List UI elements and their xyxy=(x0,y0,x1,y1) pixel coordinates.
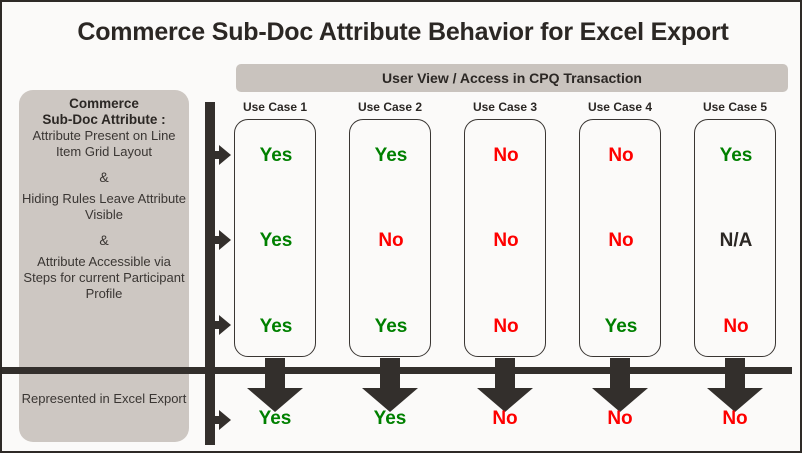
use-case-2-condition-2-value: No xyxy=(378,230,404,251)
down-arrow-4 xyxy=(592,358,648,412)
spine-arrow-shaft xyxy=(207,236,220,244)
down-arrow-head xyxy=(477,388,533,412)
down-arrow-1 xyxy=(247,358,303,412)
spine-arrow-shaft xyxy=(207,416,220,424)
sidebar-heading-line2: Sub-Doc Attribute : xyxy=(42,112,166,127)
use-case-4-condition-2-value: No xyxy=(608,230,634,251)
use-case-1-result-value: Yes xyxy=(258,408,292,429)
use-case-2-condition-1-value: Yes xyxy=(374,145,408,166)
spine-arrow-shaft xyxy=(207,321,220,329)
use-case-4-condition-3-value: Yes xyxy=(604,316,638,337)
sidebar-condition-2: Hiding Rules Leave Attribute Visible xyxy=(21,191,187,222)
use-case-3-condition-1-value: No xyxy=(493,145,519,166)
down-arrow-shaft xyxy=(265,358,285,390)
spine-arrow-head xyxy=(219,410,231,430)
use-case-label-1: Use Case 1 xyxy=(242,100,308,114)
down-arrow-shaft xyxy=(380,358,400,390)
use-case-5-condition-3-value: No xyxy=(723,316,749,337)
use-case-1-condition-1-value: Yes xyxy=(259,145,293,166)
use-case-4-condition-1-value: No xyxy=(608,145,634,166)
page-title: Commerce Sub-Doc Attribute Behavior for … xyxy=(77,18,729,46)
use-case-label-4: Use Case 4 xyxy=(587,100,653,114)
use-case-label-5: Use Case 5 xyxy=(702,100,768,114)
header-banner: User View / Access in CPQ Transaction xyxy=(236,64,788,92)
down-arrow-head xyxy=(592,388,648,412)
sidebar-condition-1: Attribute Present on Line Item Grid Layo… xyxy=(32,128,176,159)
spine-arrow-2 xyxy=(207,230,231,250)
use-case-4-result-value: No xyxy=(607,408,633,429)
spine-arrow-head xyxy=(219,230,231,250)
spine-arrow-1 xyxy=(207,145,231,165)
use-case-2-condition-3-value: Yes xyxy=(374,316,408,337)
use-case-3-result-value: No xyxy=(492,408,518,429)
sidebar-ampersand-1: & xyxy=(99,169,109,185)
spine-arrow-4 xyxy=(207,410,231,430)
down-arrow-2 xyxy=(362,358,418,412)
down-arrow-head xyxy=(362,388,418,412)
sidebar-conditions: Commerce Sub-Doc Attribute : Attribute P… xyxy=(19,90,189,302)
down-arrow-5 xyxy=(707,358,763,412)
down-arrow-head xyxy=(707,388,763,412)
use-case-label-3: Use Case 3 xyxy=(472,100,538,114)
spine-arrow-head xyxy=(219,145,231,165)
vertical-spine-line xyxy=(205,102,215,445)
sidebar-condition-3: Attribute Accessible via Steps for curre… xyxy=(23,254,185,301)
down-arrow-shaft xyxy=(610,358,630,390)
use-case-5-result-value: No xyxy=(722,408,748,429)
spine-arrow-3 xyxy=(207,315,231,335)
use-case-label-2: Use Case 2 xyxy=(357,100,423,114)
use-case-3-condition-2-value: No xyxy=(493,230,519,251)
spine-arrow-head xyxy=(219,315,231,335)
down-arrow-shaft xyxy=(725,358,745,390)
use-case-5-condition-2-value: N/A xyxy=(719,230,753,251)
header-banner-label: User View / Access in CPQ Transaction xyxy=(382,70,642,86)
use-case-3-condition-3-value: No xyxy=(493,316,519,337)
use-case-1-condition-2-value: Yes xyxy=(259,230,293,251)
down-arrow-shaft xyxy=(495,358,515,390)
sidebar-heading-line1: Commerce xyxy=(69,96,139,111)
down-arrow-3 xyxy=(477,358,533,412)
sidebar-panel: Commerce Sub-Doc Attribute : Attribute P… xyxy=(2,90,792,442)
sidebar-footer: Represented in Excel Export xyxy=(21,391,187,406)
use-case-1-condition-3-value: Yes xyxy=(259,316,293,337)
use-case-5-condition-1-value: Yes xyxy=(719,145,753,166)
down-arrow-head xyxy=(247,388,303,412)
sidebar-ampersand-2: & xyxy=(99,232,109,248)
spine-arrow-shaft xyxy=(207,151,220,159)
use-case-2-result-value: Yes xyxy=(373,408,407,429)
